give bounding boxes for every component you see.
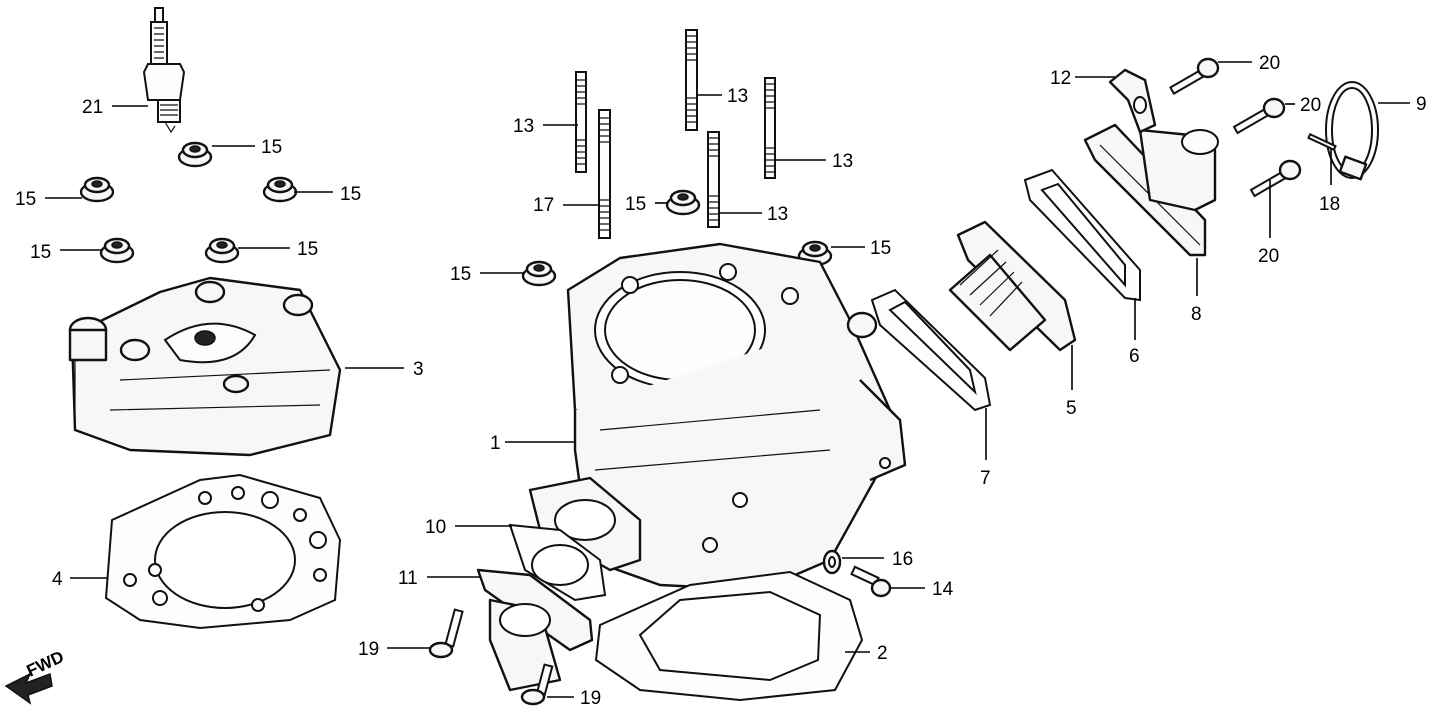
flange-nut-15g <box>521 260 557 287</box>
callout-15: 15 <box>870 238 891 259</box>
callout-6: 6 <box>1129 346 1140 367</box>
screw-20c <box>1249 159 1302 198</box>
callout-13: 13 <box>727 86 748 107</box>
flange-nut-15h <box>797 240 833 267</box>
flange-nut-15b <box>79 176 115 203</box>
reed-gasket-6 <box>1023 168 1141 302</box>
callout-labels: 21 15 15 15 15 15 15 15 15 13 13 13 13 1… <box>15 53 1427 709</box>
callout-19: 19 <box>580 688 601 709</box>
reed-gasket-7 <box>870 288 992 412</box>
callout-4: 4 <box>52 569 63 590</box>
callout-12: 12 <box>1050 68 1071 89</box>
stud-13b <box>685 29 698 131</box>
screw-20a <box>1169 57 1220 95</box>
reed-valve-5 <box>948 220 1077 352</box>
callout-15: 15 <box>297 239 318 260</box>
callout-5: 5 <box>1066 398 1077 419</box>
washer-16 <box>822 549 842 575</box>
callout-13: 13 <box>767 204 788 225</box>
flange-nut-15d <box>99 237 135 264</box>
callout-7: 7 <box>980 468 991 489</box>
callout-18: 18 <box>1319 194 1340 215</box>
flange-nut-15e <box>204 237 240 264</box>
screw-18 <box>1307 132 1337 152</box>
screw-20b <box>1232 97 1286 135</box>
callout-15: 15 <box>340 184 361 205</box>
callout-17: 17 <box>533 195 554 216</box>
callout-1: 1 <box>490 433 501 454</box>
callout-15: 15 <box>15 189 36 210</box>
flange-nut-15c <box>262 176 298 203</box>
spark-plug <box>142 7 186 134</box>
stud-17 <box>598 109 611 239</box>
bolt-14 <box>850 565 892 598</box>
callout-19: 19 <box>358 639 379 660</box>
flange-nut-15a <box>177 141 213 168</box>
callout-3: 3 <box>413 359 424 380</box>
cable-clamp-12 <box>1108 68 1157 134</box>
cylinder-head <box>68 276 342 457</box>
exhaust-joint <box>476 568 594 692</box>
bolt-19a <box>428 608 464 659</box>
callout-15: 15 <box>450 264 471 285</box>
stud-13d <box>707 131 720 228</box>
stud-13c <box>764 77 776 179</box>
exhaust-gasket <box>508 523 607 602</box>
callout-16: 16 <box>892 549 913 570</box>
hose-band-9 <box>1325 81 1379 181</box>
base-gasket <box>594 570 864 702</box>
callout-20: 20 <box>1258 246 1279 267</box>
callout-2: 2 <box>877 643 888 664</box>
callout-10: 10 <box>425 517 446 538</box>
cylinder <box>528 242 907 592</box>
bolt-19b <box>520 663 554 706</box>
stud-13a <box>575 71 587 173</box>
callout-15: 15 <box>261 137 282 158</box>
leader-lines <box>45 61 1410 698</box>
callout-8: 8 <box>1191 304 1202 325</box>
flange-nut-15f <box>665 189 701 216</box>
callout-14: 14 <box>932 579 954 600</box>
callout-20: 20 <box>1300 95 1321 116</box>
callout-21: 21 <box>82 97 103 118</box>
head-gasket <box>104 473 342 630</box>
callout-15: 15 <box>625 194 646 215</box>
callout-13: 13 <box>832 151 853 172</box>
callout-13: 13 <box>513 116 534 137</box>
callout-15: 15 <box>30 242 51 263</box>
intake-pipe <box>1083 123 1219 257</box>
callout-11: 11 <box>398 568 418 589</box>
callout-9: 9 <box>1416 94 1427 115</box>
callout-20: 20 <box>1259 53 1280 74</box>
forward-direction-arrow: FWD <box>4 647 67 705</box>
